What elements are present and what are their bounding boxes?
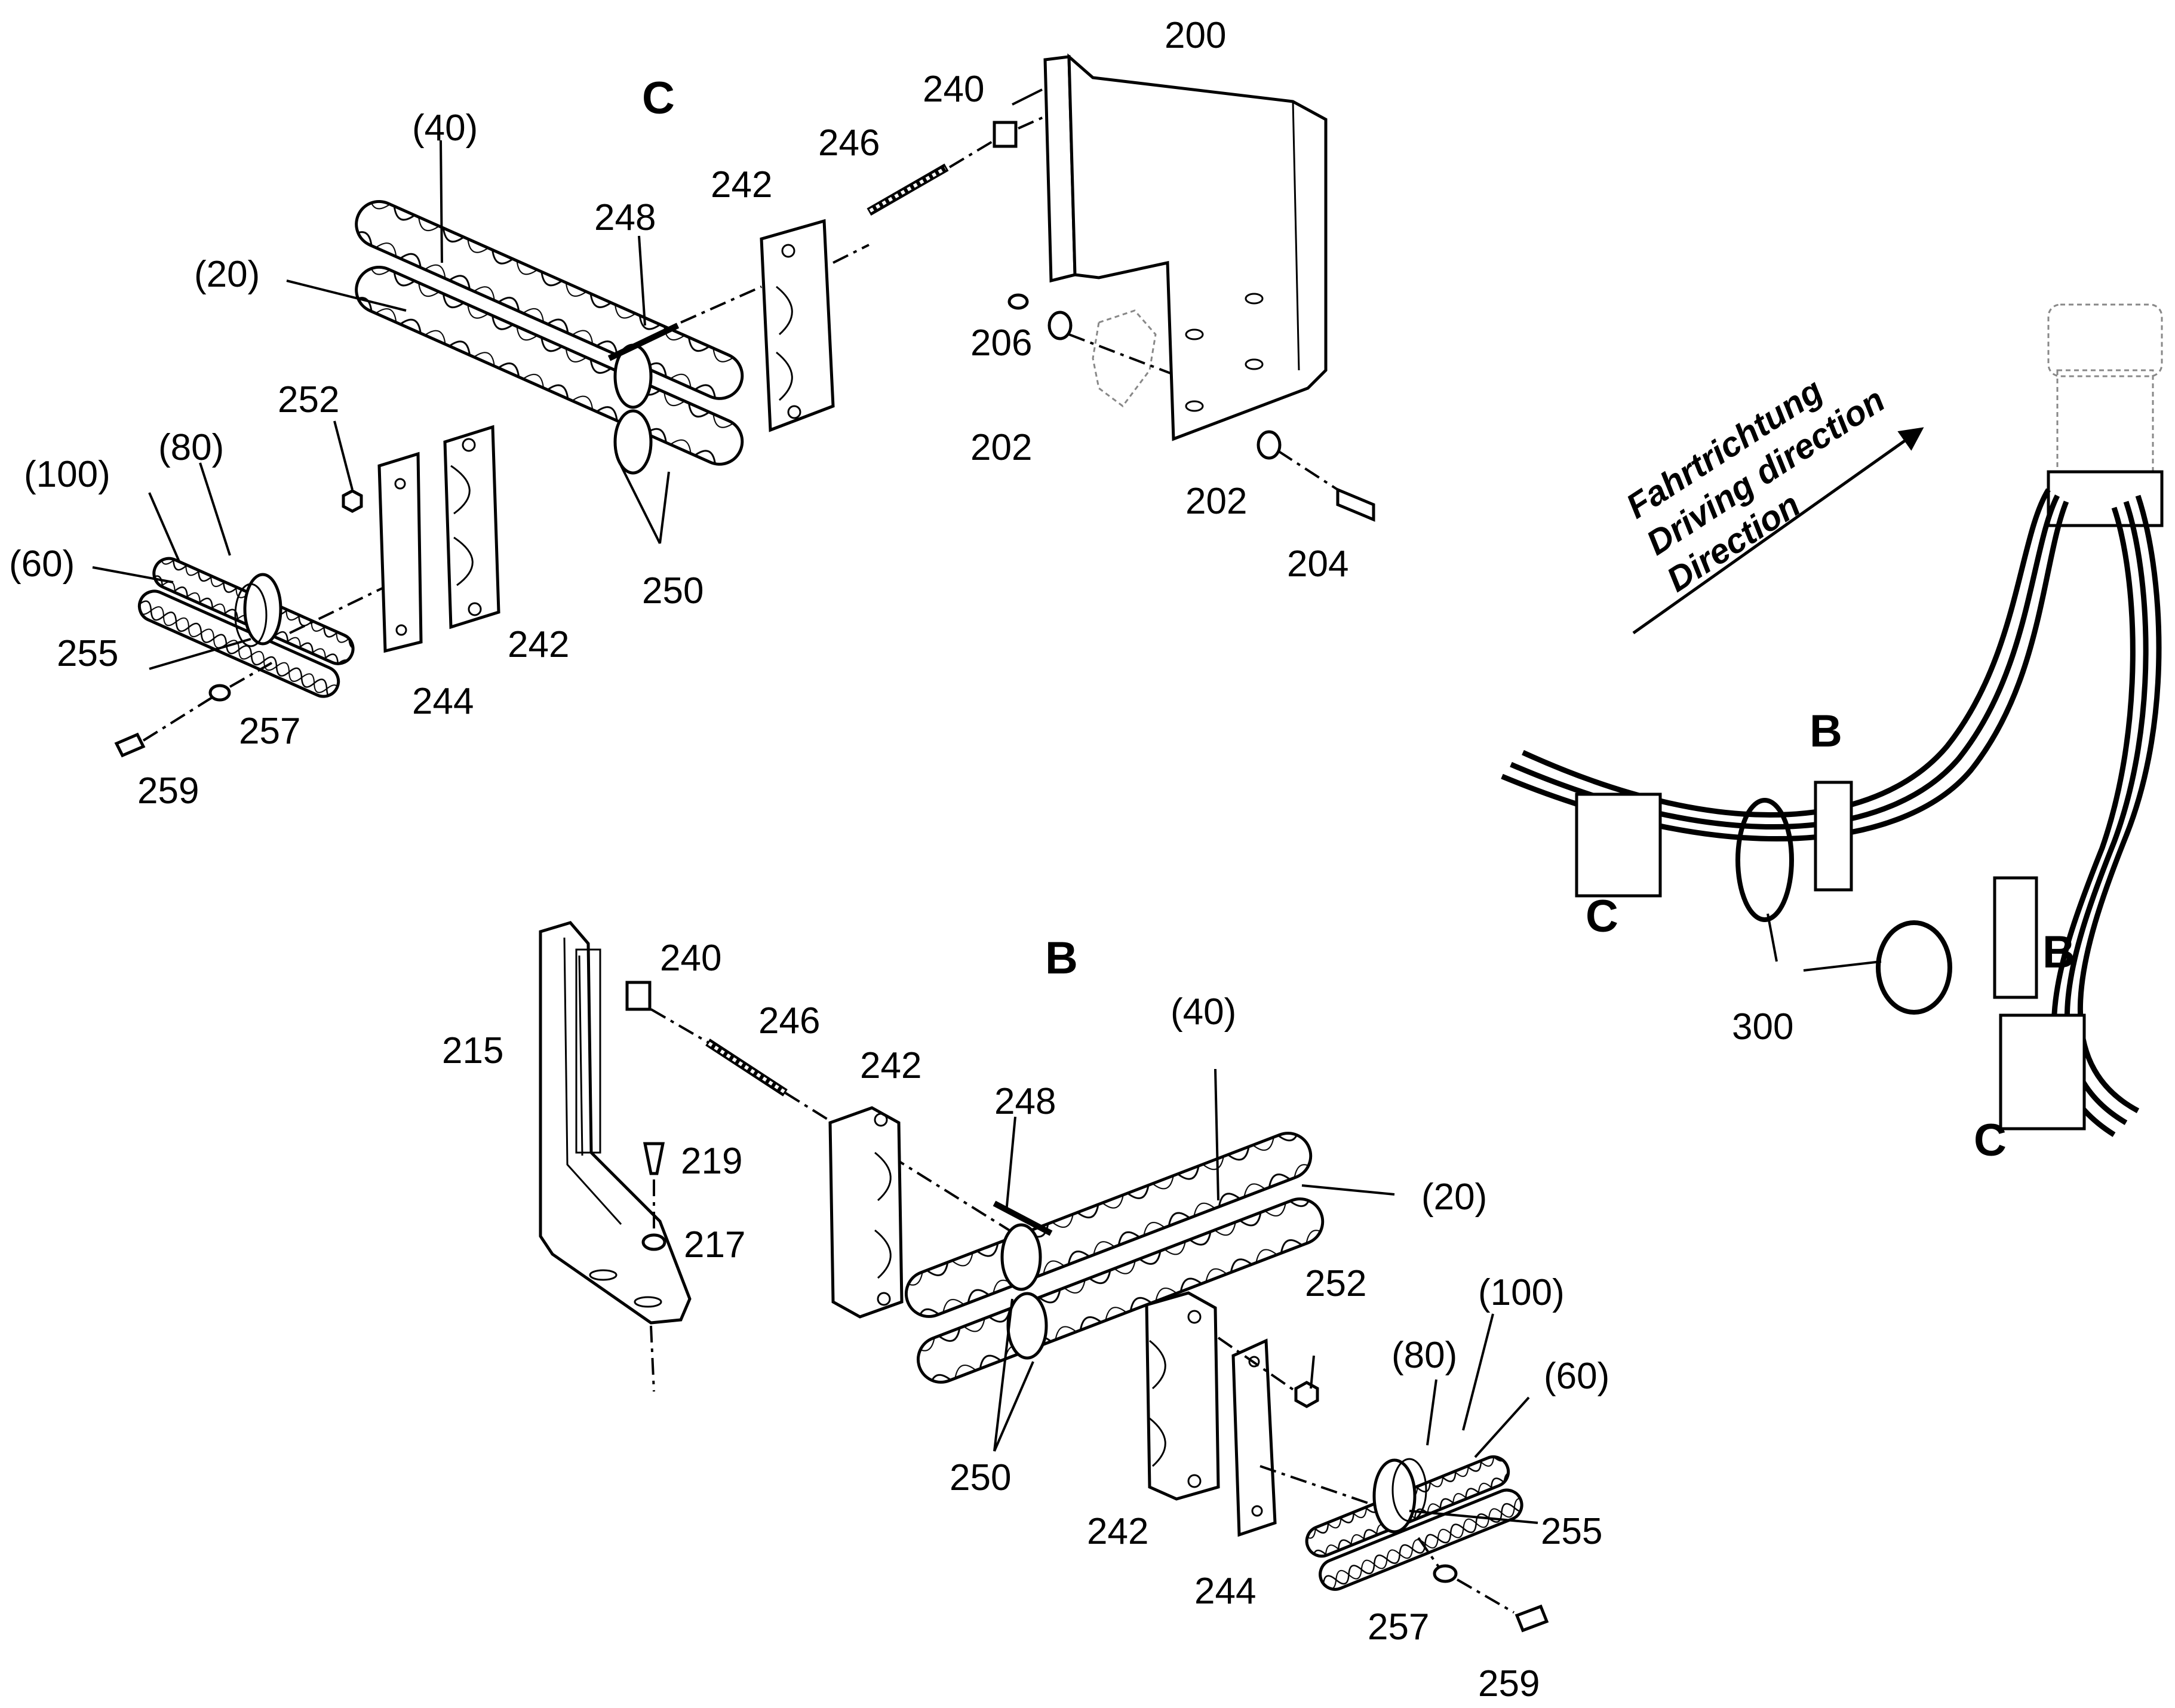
overview-label-b-right: B [2042, 927, 2075, 978]
overview-label-c-left: C [1586, 891, 1618, 942]
screw-259-c [114, 732, 146, 758]
label-c-240: 240 [923, 69, 984, 110]
label-c-255: 255 [57, 633, 118, 674]
label-c-100: (100) [24, 454, 110, 495]
label-b-246: 246 [758, 1000, 820, 1042]
label-c-206: 206 [970, 322, 1032, 364]
small-hose-bundle-b [1305, 1455, 1523, 1591]
label-b-217: 217 [684, 1224, 745, 1265]
labels-section-b: B 240 246 215 242 248 (40) (20) 219 217 … [442, 933, 1609, 1704]
overview-bracket-b-right [1993, 876, 2038, 999]
label-b-240: 240 [660, 938, 721, 979]
grommet-250-b-lower [1006, 1292, 1048, 1360]
label-b-242-lower: 242 [1087, 1511, 1148, 1552]
label-c-40: (40) [412, 107, 478, 149]
driving-direction-text: Fahrtrichtung Driving direction Directio… [1620, 371, 1892, 600]
label-c-80: (80) [158, 427, 224, 468]
washer-257-b [1433, 1564, 1458, 1583]
nut-252-c [342, 489, 363, 513]
label-c-242-lower: 242 [508, 624, 569, 665]
label-c-202-right: 202 [1185, 481, 1247, 522]
pin-248 [607, 322, 680, 361]
label-c-202-left: 202 [970, 427, 1032, 468]
label-c-259: 259 [137, 770, 199, 812]
overview-label-c-right: C [1974, 1115, 2007, 1166]
bolt-204 [1336, 487, 1375, 522]
clamp-half-242-c-front [443, 425, 500, 629]
label-c-60: (60) [9, 543, 75, 585]
label-c-250: 250 [642, 570, 704, 612]
pin-248-b [993, 1200, 1053, 1236]
label-b-40: (40) [1171, 991, 1236, 1033]
leader-lines [92, 88, 1882, 1524]
label-c-204: 204 [1287, 543, 1348, 585]
overview-label-300: 300 [1732, 1006, 1793, 1047]
rotary-unit [2047, 303, 2164, 527]
section-b-exploded-view [539, 921, 1549, 1633]
hose-pair-b [904, 1132, 1325, 1384]
label-b-242-upper: 242 [860, 1045, 921, 1086]
overview-bracket-b-top [1814, 781, 1853, 892]
label-b-219: 219 [681, 1141, 742, 1182]
label-b-259: 259 [1478, 1663, 1540, 1704]
plate-244-b [1231, 1338, 1277, 1537]
hose-pair-c [355, 199, 744, 475]
label-c-257: 257 [239, 711, 300, 752]
grommet-250-b-upper [1000, 1223, 1042, 1291]
washer-202-rear [1257, 430, 1282, 460]
label-c-252: 252 [278, 379, 339, 420]
label-b-252: 252 [1305, 1263, 1366, 1304]
assembly-overview [1501, 303, 2164, 1137]
label-c-20: (20) [194, 254, 260, 295]
label-c-248: 248 [594, 197, 656, 238]
clamp-half-242-rear [760, 219, 835, 432]
overview-bracket-c-left [1575, 792, 1662, 898]
section-c-exploded-view [114, 53, 1375, 758]
stud-246 [867, 163, 949, 216]
hose-ring-300-left [1735, 798, 1794, 922]
grommet-255-b [1372, 1458, 1417, 1534]
label-b-80: (80) [1391, 1335, 1457, 1376]
hose-ring-300-right [1876, 920, 1952, 1015]
label-b-250: 250 [950, 1457, 1011, 1498]
label-c-242-upper: 242 [711, 164, 772, 205]
washer-217 [641, 1233, 666, 1251]
label-b-255: 255 [1541, 1511, 1602, 1552]
clamp-half-242-b-front [1145, 1291, 1220, 1501]
plate-244-c [377, 451, 423, 653]
label-b-248: 248 [994, 1081, 1056, 1122]
label-b-244: 244 [1194, 1571, 1256, 1612]
clamp-half-242-b-rear [828, 1106, 904, 1319]
label-c-244: 244 [412, 681, 474, 722]
ghost-knob-outline [1092, 309, 1157, 408]
cage-nut-240 [993, 121, 1018, 148]
section-label-b: B [1045, 933, 1078, 984]
section-label-c: C [642, 73, 675, 124]
driving-direction-arrow [1632, 427, 1924, 635]
bracket-215 [539, 921, 692, 1325]
grommet-255-c [243, 573, 282, 646]
overview-bracket-c-right [1999, 1013, 2086, 1131]
label-c-246: 246 [818, 122, 880, 164]
grommet-250-lower [613, 409, 653, 475]
nut-252-b [1294, 1381, 1319, 1408]
label-b-60: (60) [1544, 1356, 1609, 1397]
overview-label-b-top: B [1810, 706, 1842, 757]
washer-202-front [1047, 311, 1073, 340]
labels-section-c: C 200 240 246 242 248 (40) (20) 252 (100… [9, 15, 1348, 812]
cage-nut-240-b [625, 981, 652, 1011]
label-c-200: 200 [1165, 15, 1226, 56]
label-b-257: 257 [1368, 1606, 1429, 1648]
label-b-100: (100) [1478, 1272, 1565, 1313]
bolt-219 [643, 1142, 665, 1175]
washer-257-c [208, 684, 231, 702]
bracket-200 [1043, 53, 1328, 441]
label-b-20: (20) [1421, 1176, 1487, 1218]
washer-206 [1007, 293, 1029, 310]
screw-259-b [1514, 1604, 1549, 1633]
label-b-215: 215 [442, 1030, 503, 1071]
